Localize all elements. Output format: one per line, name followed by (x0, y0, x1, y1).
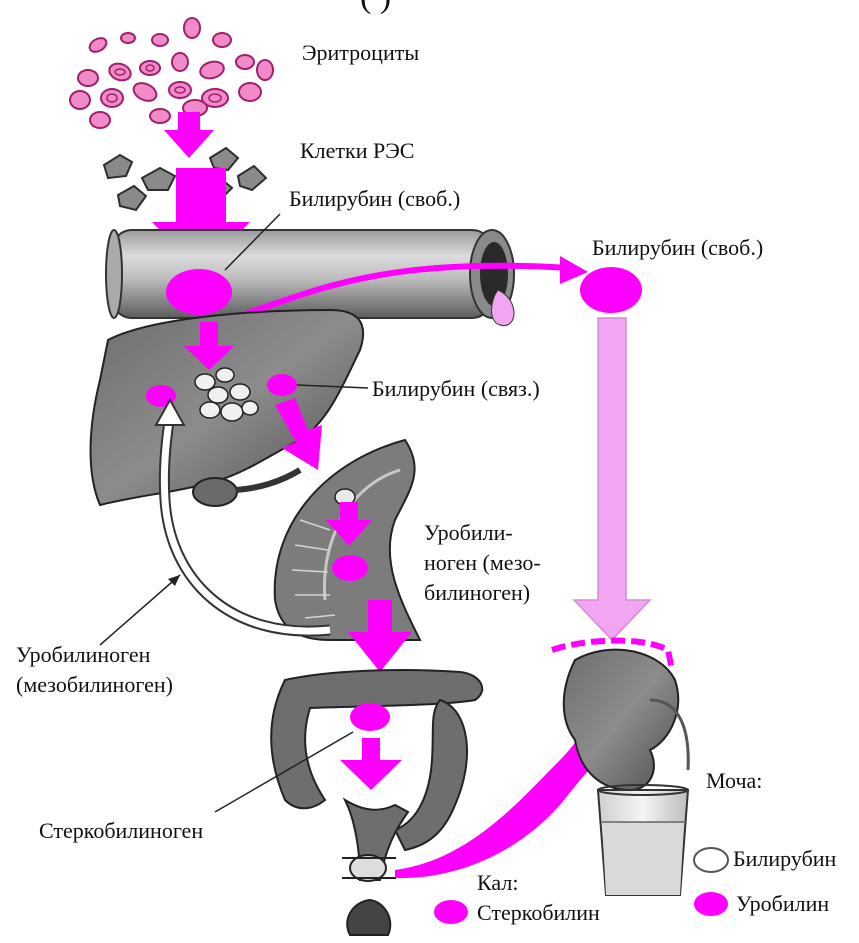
label-erythrocytes: Эритроциты (302, 40, 419, 66)
free-bilirubin-vessel (166, 269, 232, 315)
anal-sphincter-icon (342, 855, 396, 881)
label-urobilinogen-return: Уробилиноген (мезобилиноген) (16, 640, 173, 700)
label-urobilinogen-return-line1: Уробилиноген (16, 640, 173, 670)
legend-urobilin-marker (694, 892, 728, 916)
arrow-erythrocytes-to-res (164, 112, 214, 158)
label-bilirubin-free-2: Билирубин (своб.) (592, 235, 763, 261)
leader-urobilinogen-return (100, 575, 180, 645)
urobilinogen-duodenum (332, 555, 368, 581)
free-bilirubin-systemic (580, 267, 642, 313)
label-feces-title: Кал: (477, 868, 600, 898)
label-urobilinogen-return-line2: (мезобилиноген) (16, 670, 173, 700)
label-urobilinogen-intestine-line3: билиноген) (424, 578, 541, 608)
legend-sterkobilin-marker (434, 900, 468, 924)
legend-urobilin-label: Уробилин (736, 891, 829, 917)
arrow-bilirubin-to-kidney (574, 318, 650, 640)
label-urobilinogen-intestine-line1: Уробили- (424, 518, 541, 548)
label-res-cells: Клетки РЭС (300, 138, 414, 164)
erythrocytes-icon (70, 18, 273, 128)
feces-icon (347, 900, 390, 935)
arrow-colon-down (340, 738, 402, 790)
label-urobilinogen-intestine: Уробили- ноген (мезо- билиноген) (424, 518, 541, 608)
label-urobilinogen-intestine-line2: ноген (мезо- (424, 548, 541, 578)
label-urine: Моча: (706, 768, 762, 794)
legend-bilirubin-label: Билирубин (733, 846, 836, 872)
label-bilirubin-free-1: Билирубин (своб.) (289, 186, 460, 212)
legend-bilirubin-marker (694, 848, 728, 872)
label-feces: Кал: Стеркобилин (477, 868, 600, 928)
label-bilirubin-bound: Билирубин (связ.) (372, 376, 540, 402)
bound-bilirubin-liver (267, 374, 297, 396)
label-feces-sterkobilin: Стеркобилин (477, 898, 600, 928)
cropped-header-text: ( ) (360, 0, 391, 14)
sterkobilinogen-colon (350, 703, 390, 731)
urine-glass-icon (598, 785, 688, 895)
label-sterkobilinogen: Стеркобилиноген (39, 818, 203, 844)
